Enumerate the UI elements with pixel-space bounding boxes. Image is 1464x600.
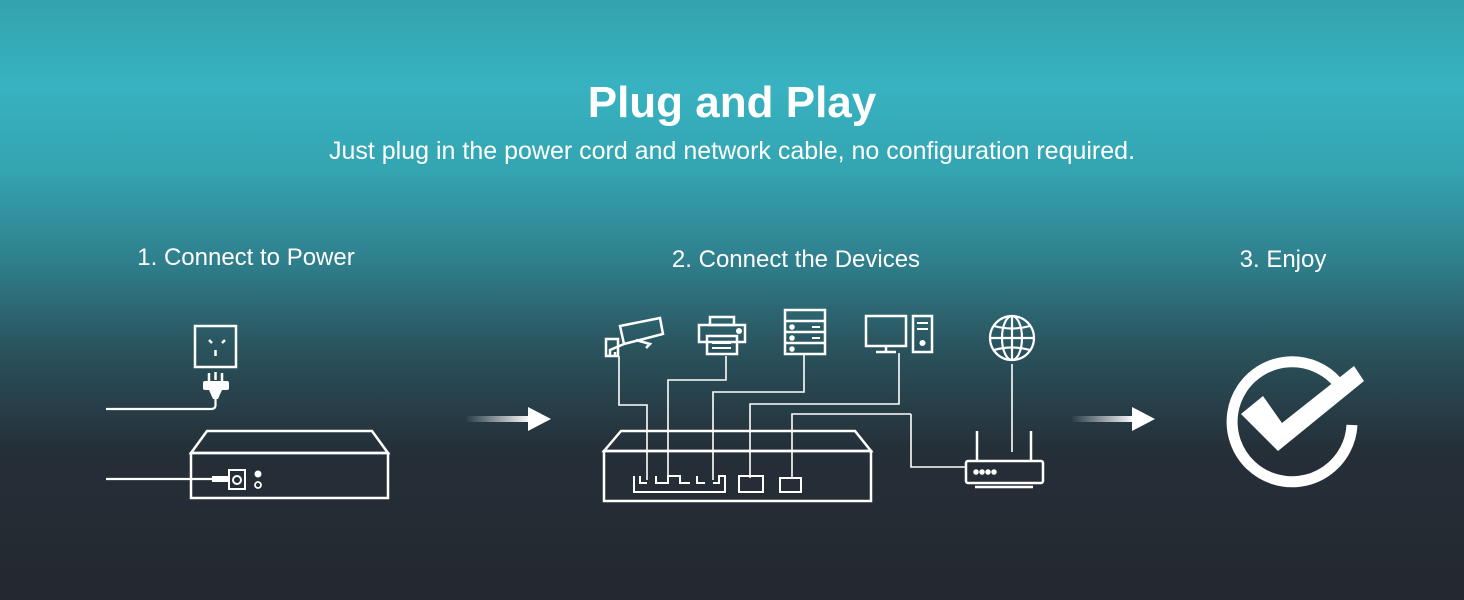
power-outlet-icon	[193, 324, 238, 369]
step-2-label: 2. Connect the Devices	[671, 246, 921, 273]
arrow-right-icon	[465, 407, 551, 431]
power-cable	[106, 476, 230, 482]
router-icon	[964, 431, 1045, 489]
network-switch-icon	[601, 429, 874, 503]
desktop-computer-icon	[864, 314, 934, 354]
connection-cables	[618, 353, 1013, 480]
step-3-label: 3. Enjoy	[1239, 246, 1327, 273]
server-icon	[783, 308, 827, 356]
security-camera-icon	[604, 316, 665, 358]
printer-icon	[697, 315, 747, 356]
arrow-right-icon	[1071, 407, 1155, 431]
step-1-label: 1. Connect to Power	[137, 244, 355, 271]
page-subtitle: Just plug in the power cord and network …	[328, 137, 1136, 165]
checkmark-icon	[1226, 356, 1364, 488]
page-title: Plug and Play	[587, 78, 877, 127]
power-plug-icon	[106, 372, 229, 411]
globe-icon	[988, 314, 1036, 362]
network-switch-icon	[188, 429, 391, 500]
